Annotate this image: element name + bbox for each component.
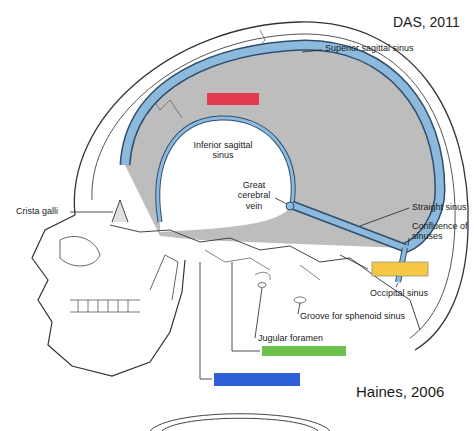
structure-label: Groove for sphenoid sinus xyxy=(300,311,405,321)
structure-label: Occipital sinus xyxy=(370,288,428,298)
structure-label: Crista galli xyxy=(16,206,58,216)
structure-label: Confluence of sinuses xyxy=(412,221,470,242)
structure-label: Great cerebral vein xyxy=(232,180,276,211)
source-credit: Haines, 2006 xyxy=(356,383,444,400)
structure-label: Straight sinus xyxy=(412,202,467,212)
source-credit: DAS, 2011 xyxy=(393,14,460,30)
structure-label: Superior sagittal sinus xyxy=(325,43,414,53)
structure-label: Jugular foramen xyxy=(258,333,323,343)
structure-label: Inferior sagittal sinus xyxy=(188,140,258,161)
